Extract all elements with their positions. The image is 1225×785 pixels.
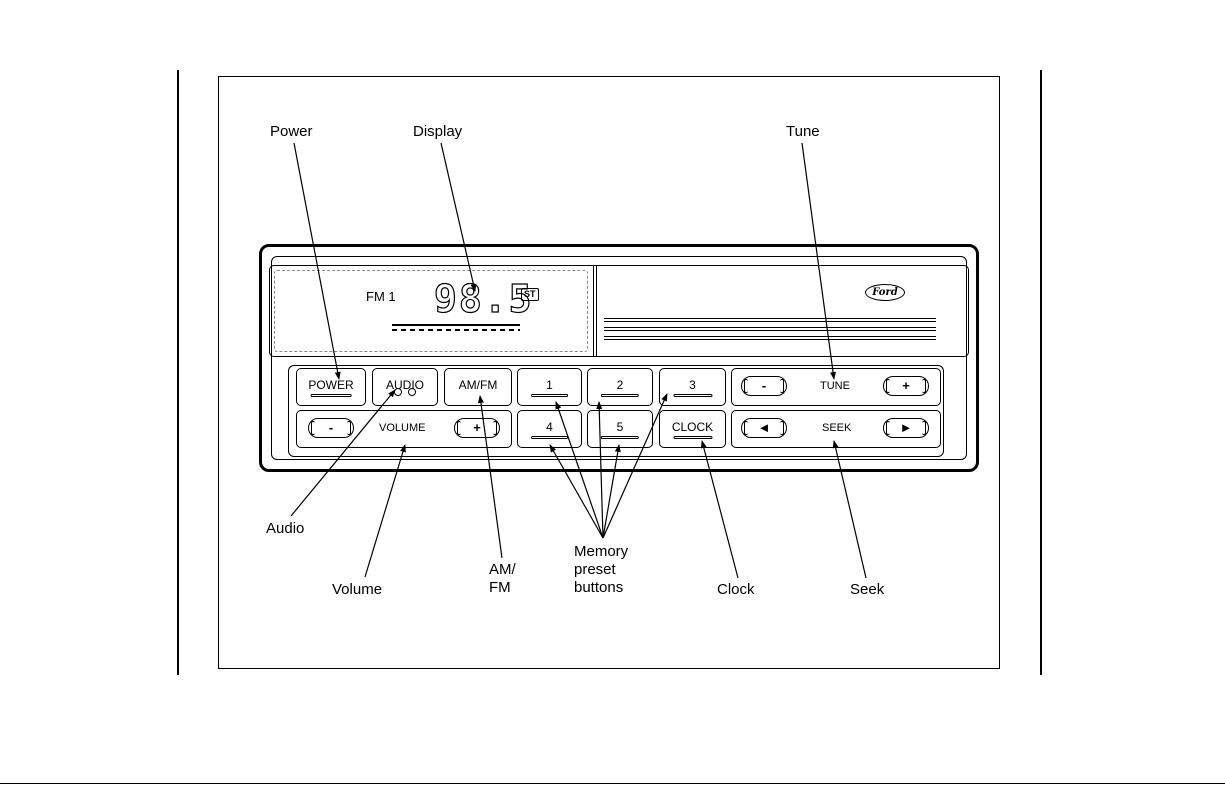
leader-power xyxy=(294,143,339,379)
leader-preset-5 xyxy=(603,445,619,538)
leader-tune xyxy=(802,143,834,379)
leader-display xyxy=(441,143,475,291)
leader-clock xyxy=(702,441,738,578)
leader-preset-1 xyxy=(556,402,603,538)
leader-volume xyxy=(365,445,405,577)
leader-audio xyxy=(291,390,395,516)
leader-preset-3 xyxy=(603,394,667,538)
leader-preset-2 xyxy=(599,402,603,538)
leader-seek xyxy=(834,441,866,578)
leader-amfm xyxy=(480,396,502,558)
leader-preset-4 xyxy=(550,445,603,538)
